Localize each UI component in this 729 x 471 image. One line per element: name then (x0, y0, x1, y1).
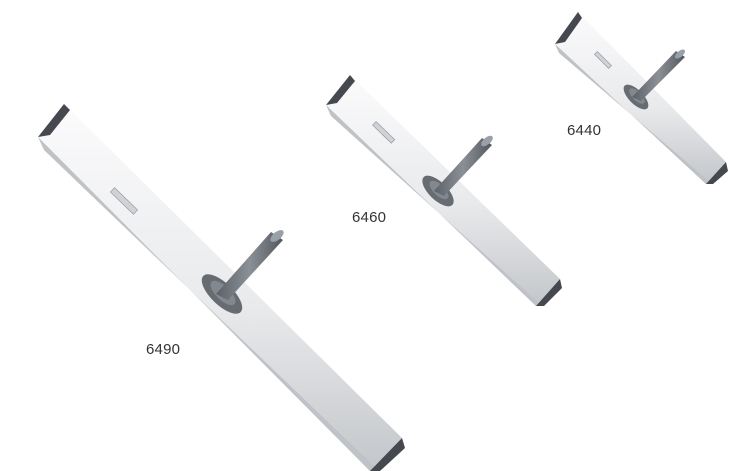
frame-6490-bar-shadow (38, 137, 376, 471)
frame-6460-end-cap-top (326, 75, 355, 105)
mop-frame-6440 (555, 12, 728, 184)
frame-6460-end-cap-bottom (536, 279, 562, 306)
frame-6440-bar-shadow (555, 44, 710, 184)
mop-frame-6490 (38, 104, 405, 471)
frame-6440-end-cap-top (555, 12, 582, 44)
frame-6440-handle-stub (632, 51, 685, 101)
model-label-6490: 6490 (146, 341, 181, 358)
frame-6440-end-cap-bottom (706, 162, 728, 184)
frame-6460-bar-shadow (326, 105, 540, 306)
frame-6490-handle-stub (216, 232, 283, 300)
frame-6490-end-cap-bottom (370, 438, 405, 471)
frame-6490-handle-end (270, 230, 284, 242)
frame-6490-end-cap-top (38, 104, 70, 137)
frame-6460-handle-end (481, 135, 493, 147)
frame-6440-brand-plate (594, 51, 612, 69)
mop-frame-6460 (326, 75, 562, 306)
frame-6440-handle-end (675, 49, 685, 59)
frame-6460-brand-plate (372, 121, 396, 144)
frame-6460-handle-stub (434, 138, 492, 196)
model-label-6440: 6440 (567, 122, 602, 139)
frame-6490-brand-plate (109, 187, 139, 215)
model-label-6460: 6460 (352, 209, 387, 226)
